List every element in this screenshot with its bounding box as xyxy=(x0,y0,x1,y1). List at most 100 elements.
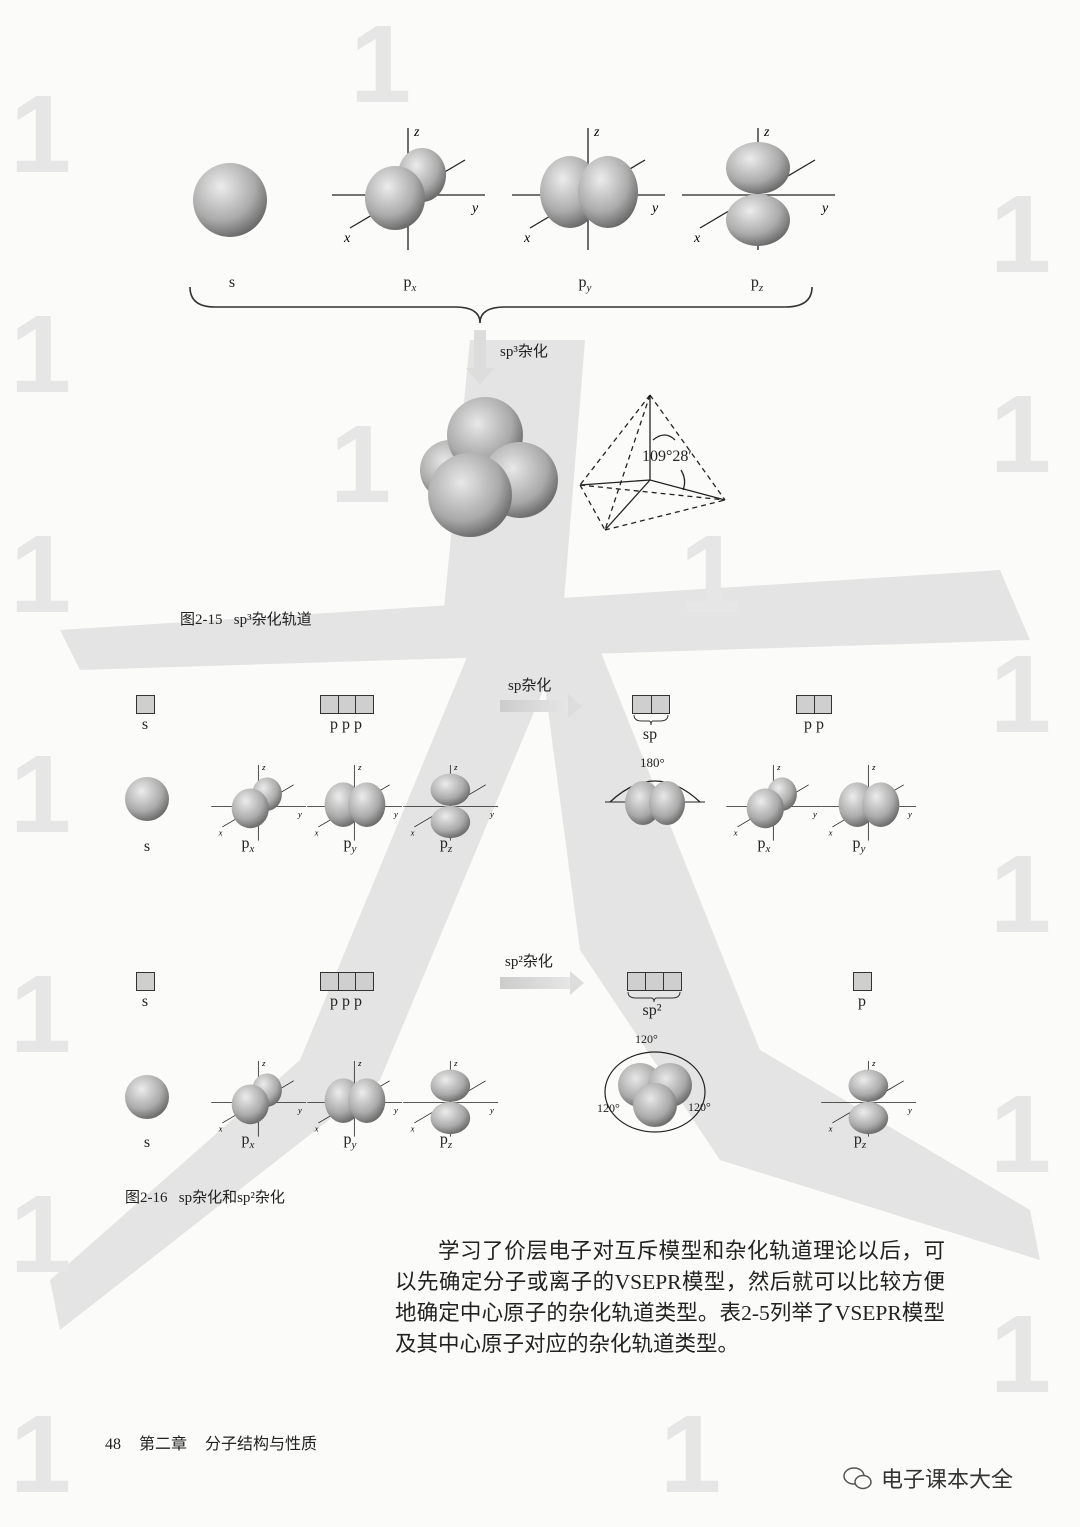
s-orbital-box xyxy=(136,972,155,991)
box-label-pp: p p xyxy=(804,716,824,733)
sp2-angle-label-top: 120° xyxy=(635,1032,658,1046)
sp2-brace xyxy=(627,991,681,1003)
watermark-tile: 1 xyxy=(10,73,72,196)
sp-orbital-boxes xyxy=(632,695,670,714)
watermark-tile: 1 xyxy=(990,1293,1052,1416)
watermark-tile: 1 xyxy=(660,1393,722,1516)
sp-hybridization-arrow xyxy=(500,694,582,718)
sp2-hybrid-orbital xyxy=(604,1051,706,1133)
orbital-label-px: px xyxy=(403,274,417,294)
svg-text:y: y xyxy=(297,1105,302,1115)
brand-watermark: 电子课本大全 xyxy=(843,1462,1013,1494)
watermark-tile: 1 xyxy=(10,513,72,636)
body-paragraph: 学习了价层电子对互斥模型和杂化轨道理论以后，可以先确定分子或离子的VSEPR模型… xyxy=(395,1239,945,1356)
orbital-label-pz: pz xyxy=(439,835,453,855)
sp3-hybrid-orbital-cluster xyxy=(420,397,558,537)
watermark-tile: 1 xyxy=(990,373,1052,496)
svg-text:z: z xyxy=(261,1058,266,1068)
svg-text:z: z xyxy=(593,125,600,140)
watermark-tile: 1 xyxy=(10,1173,72,1296)
box-label-s: s xyxy=(141,716,149,733)
svg-text:z: z xyxy=(871,1058,876,1068)
s-orbital xyxy=(125,1075,169,1124)
svg-text:y: y xyxy=(820,201,829,216)
p-orbital-boxes xyxy=(320,695,374,714)
sp2-hybridization-arrow xyxy=(500,971,584,995)
chapter-title: 分子结构与性质 xyxy=(205,1436,318,1453)
svg-text:y: y xyxy=(470,201,479,216)
sp3-hybridization-label: sp³杂化 xyxy=(500,344,548,360)
svg-text:x: x xyxy=(828,1124,833,1134)
sp-hybrid-orbital xyxy=(605,780,705,825)
px-orbital: z y x xyxy=(210,1056,309,1142)
watermark-tile: 1 xyxy=(990,833,1052,956)
watermark-tile: 1 xyxy=(330,403,392,526)
svg-text:z: z xyxy=(776,762,781,772)
svg-text:y: y xyxy=(489,809,494,819)
svg-text:y: y xyxy=(393,809,398,819)
sp2-angle-label-right: 120° xyxy=(688,1100,711,1114)
svg-text:y: y xyxy=(297,809,302,819)
svg-text:y: y xyxy=(650,201,659,216)
orbital-label-px: px xyxy=(241,835,255,855)
watermark-tile: 1 xyxy=(680,513,742,636)
remaining-p-box xyxy=(853,972,872,991)
page-footer: 48 第二章 分子结构与性质 xyxy=(105,1430,331,1454)
svg-text:x: x xyxy=(314,828,319,838)
py-orbital: z y x xyxy=(306,1056,405,1142)
svg-text:z: z xyxy=(871,762,876,772)
pz-orbital: z y x xyxy=(820,1056,919,1142)
box-label-ppp: p p p xyxy=(330,716,362,733)
py-orbital: z y x xyxy=(306,760,405,846)
tetrahedral-angle-label: 109°28′ xyxy=(642,448,692,465)
svg-text:x: x xyxy=(410,828,415,838)
orbital-label-s: s xyxy=(228,274,236,291)
px-orbital: z y x xyxy=(210,760,309,846)
box-label-p: p xyxy=(858,993,866,1010)
box-label-ppp: p p p xyxy=(330,993,362,1010)
sp2-angle-label-left: 120° xyxy=(597,1101,620,1115)
sp2-hybridization-label: sp²杂化 xyxy=(505,954,553,970)
orbital-label-pz: pz xyxy=(750,274,764,294)
svg-text:x: x xyxy=(410,1124,415,1134)
orbital-label-py: py xyxy=(343,1131,357,1151)
pz-orbital: z y x xyxy=(402,760,501,846)
s-orbital-box xyxy=(136,695,155,714)
orbital-label-px: px xyxy=(241,1131,255,1151)
wechat-icon xyxy=(843,1467,872,1490)
orbital-label-py: py xyxy=(852,835,866,855)
svg-text:y: y xyxy=(393,1105,398,1115)
box-label-sp2: sp² xyxy=(642,1002,662,1019)
figure-2-15-caption: 图2-15 sp³杂化轨道 xyxy=(180,612,312,628)
chapter-number: 第二章 xyxy=(139,1436,188,1453)
orbital-label-s: s xyxy=(143,1134,151,1151)
py-orbital: z y x xyxy=(510,120,670,255)
svg-text:x: x xyxy=(314,1124,319,1134)
svg-text:x: x xyxy=(218,828,223,838)
watermark-tile: 1 xyxy=(990,633,1052,756)
brand-name: 电子课本大全 xyxy=(881,1468,1014,1493)
px-orbital: z y x xyxy=(725,760,824,846)
orbital-label-pz: pz xyxy=(439,1131,453,1151)
watermark-tile: 1 xyxy=(10,953,72,1076)
svg-text:x: x xyxy=(523,231,531,246)
remaining-p-boxes xyxy=(796,695,832,714)
svg-text:y: y xyxy=(907,809,912,819)
svg-text:y: y xyxy=(907,1105,912,1115)
sp2-orbital-boxes xyxy=(627,972,682,991)
svg-text:z: z xyxy=(763,125,770,140)
watermark-tile: 1 xyxy=(990,173,1052,296)
watermark-tile: 1 xyxy=(350,3,412,126)
svg-text:x: x xyxy=(733,828,738,838)
watermark-tile: 1 xyxy=(10,293,72,416)
tetrahedron-diagram xyxy=(579,394,726,531)
svg-text:x: x xyxy=(693,231,701,246)
px-orbital: z y x xyxy=(330,120,490,255)
orbital-label-px: px xyxy=(757,835,771,855)
figure-2-16-caption: 图2-16 sp杂化和sp²杂化 xyxy=(125,1190,285,1206)
orbital-label-py: py xyxy=(343,835,357,855)
svg-text:z: z xyxy=(261,762,266,772)
watermark-tile: 1 xyxy=(990,1073,1052,1196)
svg-text:z: z xyxy=(357,1058,362,1068)
p-orbital-boxes xyxy=(320,972,374,991)
